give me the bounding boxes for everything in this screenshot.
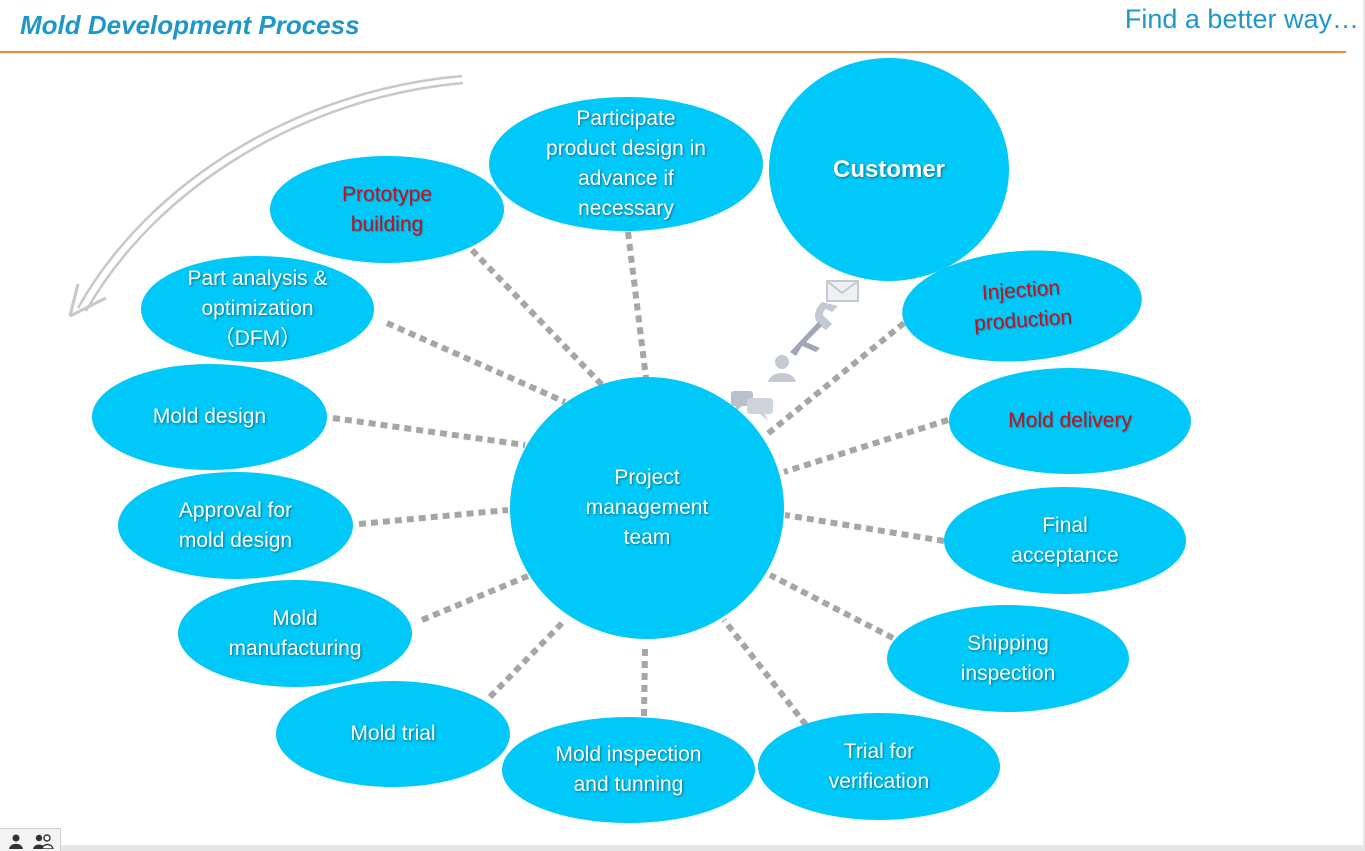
envelope-icon xyxy=(826,280,859,302)
users-icon[interactable] xyxy=(32,833,54,849)
node-shipping-inspection: Shipping inspection xyxy=(887,605,1129,712)
communication-icons xyxy=(731,280,859,421)
node-approval-mold-design: Approval for mold design xyxy=(118,472,353,579)
connector-mold-design xyxy=(332,415,526,448)
node-final-acceptance: Final acceptance xyxy=(944,487,1186,594)
slogan: Find a better way… xyxy=(1124,4,1359,34)
connector-injection xyxy=(763,320,906,439)
connector-approval xyxy=(358,507,509,527)
node-trial-verification: Trial for verification xyxy=(758,713,1000,820)
airplane-icon xyxy=(790,322,822,356)
node-mold-design: Mold design xyxy=(92,364,327,470)
connector-prototype xyxy=(469,247,606,389)
phone-icon xyxy=(814,302,838,330)
user-icon[interactable] xyxy=(8,833,24,849)
bottom-scroll-strip xyxy=(0,845,1365,851)
connector-mold-trial xyxy=(487,617,568,700)
curved-arrow-icon xyxy=(68,74,464,318)
presenter-toolbar xyxy=(0,828,61,851)
connector-lines xyxy=(332,231,949,727)
page-title: Mold Development Process xyxy=(20,10,360,40)
connector-part-analysis xyxy=(385,320,567,405)
node-customer: Customer xyxy=(769,58,1009,281)
connector-mold-inspection xyxy=(641,647,648,717)
node-mold-manufacturing: Mold manufacturing xyxy=(178,580,412,687)
connector-mold-delivery xyxy=(783,417,949,475)
right-edge-strip xyxy=(1363,0,1365,851)
title-divider xyxy=(0,51,1346,53)
connector-mold-manufacturing xyxy=(420,573,530,623)
connector-final-acceptance xyxy=(784,512,945,544)
node-part-analysis: Part analysis & optimization （DFM） xyxy=(141,256,374,362)
node-mold-trial: Mold trial xyxy=(276,681,510,787)
connector-shipping xyxy=(768,572,895,641)
node-prototype-building: Prototype building xyxy=(270,156,504,263)
person-icon xyxy=(768,355,796,382)
node-mold-inspection: Mold inspection and tunning xyxy=(502,717,755,823)
connector-trial-verification xyxy=(721,618,809,727)
node-project-management-team: Project management team xyxy=(510,377,784,639)
node-mold-delivery: Mold delivery xyxy=(949,368,1191,474)
connector-participate xyxy=(625,231,649,379)
node-participate-product-design: Participate product design in advance if… xyxy=(489,97,763,231)
